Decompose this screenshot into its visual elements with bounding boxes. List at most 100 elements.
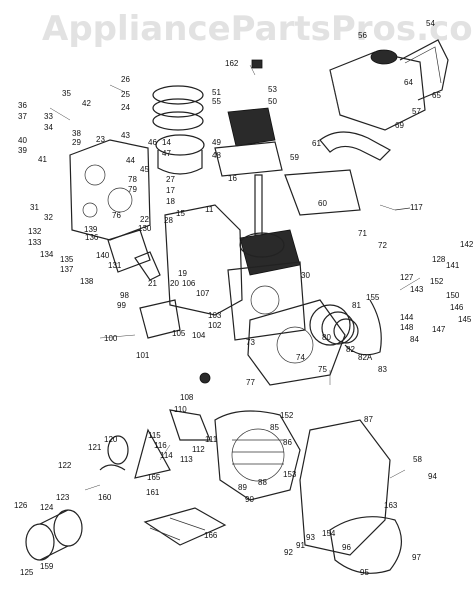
label-107: 107 bbox=[196, 289, 210, 298]
label-103: 103 bbox=[208, 311, 222, 320]
label-19: 19 bbox=[178, 269, 187, 278]
label-136: 136 bbox=[85, 233, 99, 242]
label-22: 22 bbox=[140, 215, 149, 224]
engine-block bbox=[164, 204, 359, 386]
label-131: 131 bbox=[108, 261, 122, 270]
label-86: 86 bbox=[283, 438, 292, 447]
label-20: 20 bbox=[170, 279, 179, 288]
label-90: 90 bbox=[245, 495, 254, 504]
label-89: 89 bbox=[238, 483, 247, 492]
label-11: 11 bbox=[205, 205, 214, 214]
label-82a: 82A bbox=[358, 353, 373, 362]
small-parts bbox=[99, 59, 411, 471]
label-83: 83 bbox=[378, 365, 387, 374]
label-79: 79 bbox=[128, 185, 137, 194]
label-71: 71 bbox=[358, 229, 367, 238]
label-139: 139 bbox=[84, 225, 98, 234]
label-154: 154 bbox=[322, 529, 336, 538]
label-120: 120 bbox=[104, 435, 118, 444]
label-137: 137 bbox=[60, 265, 74, 274]
label-124: 124 bbox=[40, 503, 54, 512]
label-36: 36 bbox=[18, 101, 27, 110]
label-75: 75 bbox=[318, 365, 327, 374]
label-15: 15 bbox=[176, 209, 185, 218]
label-152: 152 bbox=[430, 277, 444, 286]
label-51: 51 bbox=[212, 88, 221, 97]
label-64: 64 bbox=[404, 78, 413, 87]
label-128: 128 bbox=[432, 255, 446, 264]
label-91: 91 bbox=[296, 541, 305, 550]
label-99: 99 bbox=[117, 301, 126, 310]
label-104: 104 bbox=[192, 331, 206, 340]
label-49: 49 bbox=[212, 138, 221, 147]
label-76: 76 bbox=[112, 211, 121, 220]
label-84: 84 bbox=[410, 335, 419, 344]
label-87: 87 bbox=[364, 415, 373, 424]
label-50: 50 bbox=[268, 97, 277, 106]
label-144: 144 bbox=[400, 313, 414, 322]
label-85: 85 bbox=[270, 423, 279, 432]
label-55: 55 bbox=[212, 97, 221, 106]
label-145: 145 bbox=[458, 315, 472, 324]
label-73: 73 bbox=[246, 338, 255, 347]
label-58: 58 bbox=[413, 455, 422, 464]
label-142: 142 bbox=[460, 240, 474, 249]
label-42: 42 bbox=[82, 99, 91, 108]
label-117: 117 bbox=[410, 203, 423, 212]
label-39: 39 bbox=[18, 146, 27, 155]
label-133: 133 bbox=[28, 238, 42, 247]
label-72: 72 bbox=[378, 241, 387, 250]
label-127: 127 bbox=[400, 273, 414, 282]
label-35: 35 bbox=[62, 89, 71, 98]
label-102: 102 bbox=[208, 321, 222, 330]
label-135: 135 bbox=[60, 255, 74, 264]
label-162: 162 bbox=[225, 59, 239, 68]
label-18: 18 bbox=[166, 197, 175, 206]
label-14: 14 bbox=[162, 138, 171, 147]
label-21: 21 bbox=[148, 279, 157, 288]
leader-lines bbox=[49, 64, 421, 491]
label-53: 53 bbox=[268, 85, 277, 94]
label-148: 148 bbox=[400, 323, 414, 332]
label-140: 140 bbox=[96, 251, 110, 260]
label-132: 132 bbox=[28, 227, 42, 236]
label-37: 37 bbox=[18, 112, 27, 121]
label-29: 29 bbox=[72, 138, 81, 147]
label-43: 43 bbox=[121, 131, 130, 140]
label-27: 27 bbox=[166, 175, 175, 184]
label-60: 60 bbox=[318, 199, 327, 208]
label-141: 141 bbox=[446, 261, 460, 270]
label-93: 93 bbox=[306, 533, 315, 542]
label-163: 163 bbox=[384, 501, 398, 510]
label-38: 38 bbox=[72, 129, 81, 138]
label-108: 108 bbox=[180, 393, 194, 402]
label-59: 59 bbox=[290, 153, 299, 162]
label-78: 78 bbox=[128, 175, 137, 184]
blower-housing bbox=[214, 410, 402, 574]
label-23: 23 bbox=[96, 135, 105, 144]
label-41: 41 bbox=[38, 155, 47, 164]
label-153: 153 bbox=[283, 470, 297, 479]
label-138: 138 bbox=[80, 277, 94, 286]
label-44: 44 bbox=[126, 156, 135, 165]
label-30: 30 bbox=[301, 271, 310, 280]
label-74: 74 bbox=[296, 353, 305, 362]
label-152b: 152 bbox=[280, 411, 294, 420]
label-25: 25 bbox=[121, 90, 130, 99]
label-47: 47 bbox=[162, 149, 171, 158]
label-82: 82 bbox=[346, 345, 355, 354]
label-123: 123 bbox=[56, 493, 70, 502]
label-130: 130 bbox=[138, 224, 152, 233]
label-111: 111 bbox=[205, 435, 218, 444]
label-95: 95 bbox=[360, 568, 369, 577]
label-69: 69 bbox=[395, 121, 404, 130]
label-94: 94 bbox=[428, 472, 437, 481]
label-56: 56 bbox=[358, 31, 367, 40]
label-166: 166 bbox=[204, 531, 218, 540]
label-105: 105 bbox=[172, 329, 186, 338]
label-150: 150 bbox=[446, 291, 460, 300]
label-155: 155 bbox=[366, 293, 380, 302]
label-147: 147 bbox=[432, 325, 446, 334]
label-57: 57 bbox=[412, 107, 421, 116]
